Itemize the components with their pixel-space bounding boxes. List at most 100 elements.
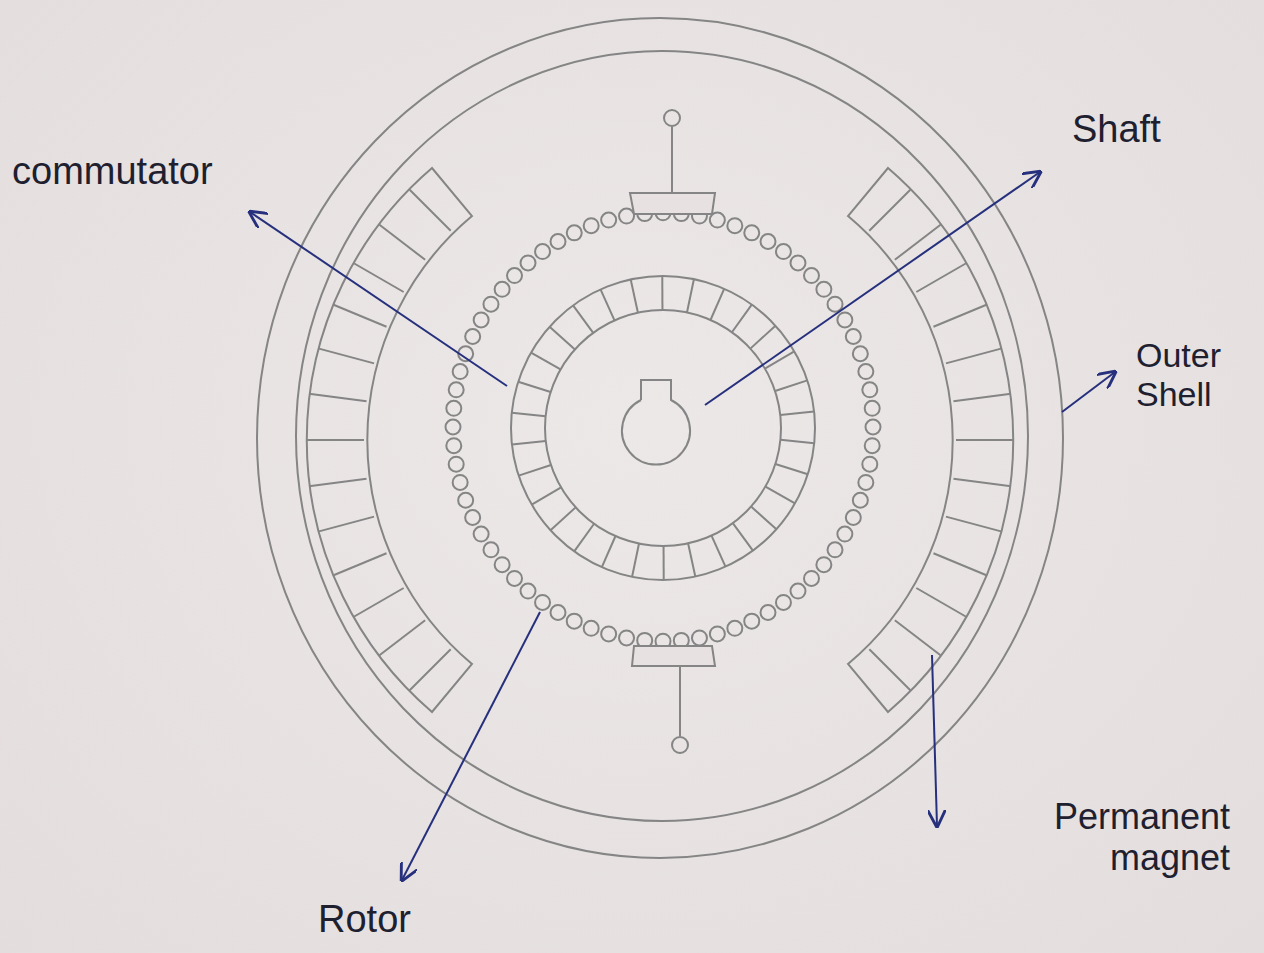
shaft-symbol (622, 380, 690, 465)
coil-turn (846, 510, 861, 525)
leader-line (705, 172, 1040, 405)
hatch-line (953, 479, 1011, 487)
coil-turn (816, 557, 831, 572)
coil-turn (507, 571, 522, 586)
coil-turn (744, 614, 759, 629)
coil-turn (465, 329, 480, 344)
commutator-inner (545, 310, 781, 546)
coil-turn (483, 542, 498, 557)
commutator-segment (687, 279, 694, 312)
hatch-line (353, 588, 403, 617)
outer-shell (257, 18, 1063, 858)
part-label: Outer Shell (1136, 336, 1258, 414)
coil-turn (458, 493, 473, 508)
commutator-segment (512, 441, 546, 445)
commutator-segment (631, 279, 638, 312)
hatch-line (318, 348, 374, 363)
commutator-segment (573, 305, 593, 332)
commutator-segments (512, 276, 814, 580)
commutator-segment (519, 465, 551, 476)
commutator-segment (780, 411, 814, 415)
coil-turn (551, 234, 566, 249)
coil-turn (761, 605, 776, 620)
hatch-line (953, 394, 1011, 402)
coil-turn (727, 621, 742, 636)
commutator-segment (732, 305, 752, 333)
coil-turn (727, 218, 742, 233)
commutator-segment (602, 536, 616, 567)
coil-turn (744, 225, 759, 240)
leader-line (250, 212, 507, 386)
coil-turn (453, 364, 468, 379)
terminal (672, 737, 688, 753)
commutator-segment (775, 380, 807, 391)
commutator-segment (751, 507, 776, 530)
commutator-segment (688, 543, 695, 576)
rotor-winding (446, 205, 881, 648)
coil-turn (858, 475, 873, 490)
coil-turn (521, 584, 536, 599)
hatch-line (318, 517, 374, 532)
hatch-line (333, 553, 387, 575)
leader-line (402, 612, 540, 880)
hatch-line (333, 305, 387, 327)
coil-turn (567, 614, 582, 629)
coil-turn (567, 225, 582, 240)
terminal-wire (671, 127, 673, 193)
hatch-line (895, 224, 941, 259)
brush-bottom (632, 646, 715, 666)
commutator-segment (532, 487, 561, 504)
hatch-line (379, 620, 425, 655)
coil-turn (828, 297, 843, 312)
hatch-line (946, 348, 1002, 363)
hatch-line (956, 439, 1014, 441)
brush-top (630, 193, 715, 214)
coil-turn (535, 595, 550, 610)
coil-turn (535, 244, 550, 259)
coil-turn (446, 401, 461, 416)
part-label: Shaft (1072, 108, 1252, 152)
commutator-segment (712, 536, 726, 567)
leader-line (1062, 372, 1115, 412)
coil-turn (761, 234, 776, 249)
coil-turn (584, 621, 599, 636)
commutator-segment (551, 507, 576, 530)
commutator-segment (632, 544, 639, 577)
leader-line (932, 655, 937, 826)
terminal (664, 110, 680, 126)
part-label: commutator (12, 150, 248, 194)
coil-turn (449, 457, 464, 472)
commutator-segment (765, 487, 795, 504)
hatch-line (916, 263, 966, 292)
hatch-line (895, 620, 941, 655)
coil-turn (483, 297, 498, 312)
part-label: Rotor (318, 898, 518, 942)
permanent-magnet-left (307, 168, 472, 712)
coil-turn (837, 312, 852, 327)
coil-turn (837, 527, 852, 542)
coil-turn (804, 571, 819, 586)
hatch-line (410, 190, 451, 231)
terminal-wire (679, 666, 681, 736)
commutator-segment (512, 413, 546, 416)
coil-turn (853, 493, 868, 508)
hatch-line (946, 517, 1002, 532)
coil-turn (865, 401, 880, 416)
coil-turn (776, 244, 791, 259)
hatch-line (933, 305, 987, 327)
commutator-segment (531, 353, 561, 370)
hatch-line (309, 479, 367, 487)
part-label: Permanent magnet (982, 796, 1230, 879)
coil-turn (790, 584, 805, 599)
coil-turn (692, 630, 707, 645)
coil-turn (449, 382, 464, 397)
hatch-line (869, 190, 910, 231)
coil-turn (507, 268, 522, 283)
coil-turn (619, 630, 634, 645)
commutator-segment (780, 440, 814, 443)
coil-turn (601, 213, 616, 228)
shell-inner-edge (296, 51, 1028, 821)
hatch-line (410, 649, 451, 690)
coil-turn (474, 312, 489, 327)
coil-turn (601, 626, 616, 641)
